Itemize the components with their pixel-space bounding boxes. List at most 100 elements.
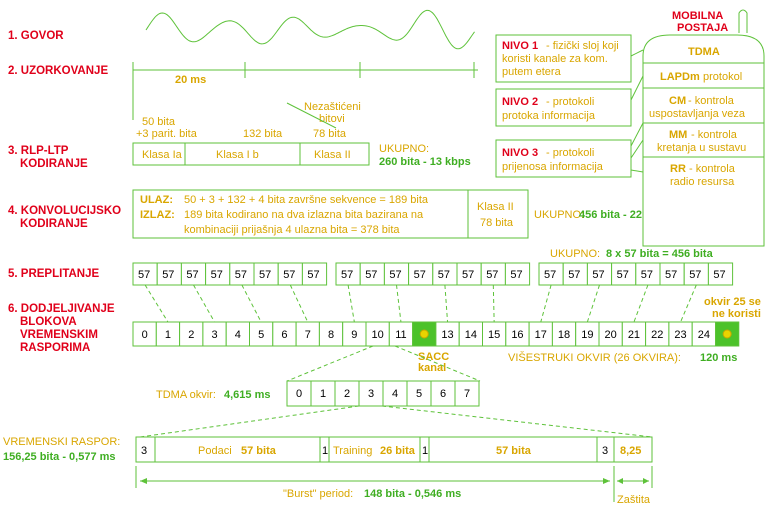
training-value: 26 bita	[380, 445, 416, 457]
layer-rr: RR	[670, 163, 686, 175]
tail-bits-2: 3	[602, 445, 608, 457]
level-2-name: NIVO 2	[502, 96, 538, 108]
conv-out-label: IZLAZ:	[140, 209, 175, 221]
level-3-name: NIVO 3	[502, 147, 538, 159]
step-3-label-2: KODIRANJE	[20, 158, 88, 170]
interleave-cell: 57	[259, 269, 271, 281]
step-6-label-3: VREMENSKIM	[20, 329, 98, 341]
level-1-line-3: putem etera	[502, 66, 562, 78]
step-6-label-2: BLOKOVA	[20, 316, 77, 328]
slot-zoom-line-right	[381, 405, 653, 438]
frame-cell: 23	[674, 329, 686, 341]
frame-cell: 17	[535, 329, 547, 341]
burst-value: 148 bita - 0,546 ms	[364, 488, 461, 500]
step-4-label-2: KODIRANJE	[20, 218, 88, 230]
rlp-ltp-block: Nezaštićeni bitovi 50 bita +3 parit. bit…	[132, 101, 471, 168]
mobile-title-1: MOBILNA	[672, 10, 723, 22]
conv-out-text-2: kombinaciji prijašnja 4 ulazna bita = 37…	[184, 224, 400, 236]
mapping-line	[193, 284, 215, 323]
step-1-label: 1. GOVOR	[8, 30, 64, 42]
mapping-line	[289, 284, 309, 323]
frame-cell: 22	[651, 329, 663, 341]
sampling-timeline: 20 ms	[132, 62, 478, 120]
frame-cell: 15	[488, 329, 500, 341]
level-3-line-1: - protokoli	[546, 147, 594, 159]
data-1-label: Podaci	[198, 445, 232, 457]
layer-rr-desc-1: - kontrola	[689, 163, 736, 175]
frame-cell: 10	[372, 329, 384, 341]
guard-bits: 8,25	[620, 445, 641, 457]
frame-cell: 3	[211, 329, 217, 341]
bits-b-label: 132 bita	[243, 128, 283, 140]
stealing-flag-2: 1	[422, 445, 428, 457]
sampling-period: 20 ms	[175, 74, 206, 86]
interleave-cell: 57	[438, 269, 450, 281]
unused-frame-label-2: ne koristi	[712, 308, 761, 320]
interleave-cell: 57	[341, 269, 353, 281]
frame-cell: 16	[511, 329, 523, 341]
frame-cell: 14	[465, 329, 477, 341]
conv-out-text-1: 189 bita kodirano na dva izlazna bita ba…	[184, 209, 424, 221]
interleave-total-label: UKUPNO:	[550, 248, 600, 260]
step-5-label: 5. PREPLITANJE	[8, 268, 99, 280]
interleave-cell: 57	[283, 269, 295, 281]
rlp-total-label: UKUPNO:	[379, 143, 429, 155]
training-label: Training	[333, 445, 372, 457]
burst-label: "Burst" period:	[283, 488, 353, 500]
tdma-cell-box	[430, 380, 456, 407]
interleave-cell: 57	[689, 269, 701, 281]
interleave-cell-box	[301, 262, 328, 286]
tdma-slot: 1	[320, 388, 326, 400]
conv-class-ii-1: Klasa II	[477, 201, 514, 213]
bits-c-label: 78 bita	[313, 128, 347, 140]
tdma-slot: 4	[392, 388, 398, 400]
interleave-cell: 57	[235, 269, 247, 281]
interleave-cell: 57	[162, 269, 174, 281]
frame-cell: 8	[328, 329, 334, 341]
data-2-value: 57 bita	[496, 445, 532, 457]
tdma-label: TDMA okvir:	[156, 389, 216, 401]
data-1-value: 57 bita	[241, 445, 277, 457]
step-2-label: 2. UZORKOVANJE	[8, 65, 108, 77]
step-6-label-4: RASPORIMA	[20, 342, 90, 354]
multiframe-label: VIŠESTRUKI OKVIR (26 OKVIRA):	[508, 351, 681, 364]
mobile-station: MOBILNA POSTAJA TDMA LAPDm protokol CM -…	[642, 9, 765, 247]
stealing-flag-1: 1	[322, 445, 328, 457]
frame-cell: 13	[441, 329, 453, 341]
tdma-slot: 2	[344, 388, 350, 400]
mapping-line	[540, 284, 552, 323]
conv-total-label: UKUPNO:	[534, 209, 584, 221]
protocol-levels: NIVO 1 - fizički sloj koji koristi kanal…	[495, 34, 644, 178]
mapping-line	[492, 284, 495, 323]
sacch-label-2: kanal	[418, 362, 446, 374]
interleave-cell: 57	[713, 269, 725, 281]
frame-cell: 19	[581, 329, 593, 341]
unprotected-label-1: Nezaštićeni	[304, 101, 361, 113]
level-1-name: NIVO 1	[502, 40, 538, 52]
mapping-line	[144, 284, 169, 323]
interleave-cell: 57	[486, 269, 498, 281]
mapping-line	[347, 284, 355, 323]
timeslot-label: VREMENSKI RASPOR:	[3, 436, 120, 448]
tdma-cell-box	[334, 380, 360, 407]
frame-cell: 20	[605, 329, 617, 341]
unprotected-label-2: bitovi	[319, 113, 345, 125]
rlp-total-value: 260 bita - 13 kbps	[379, 156, 471, 168]
interleave-cell: 57	[211, 269, 223, 281]
tdma-cell-box	[382, 380, 408, 407]
timeslot-value: 156,25 bita - 0,577 ms	[3, 451, 116, 463]
interleave-cell: 57	[307, 269, 319, 281]
frame-cell: 1	[165, 329, 171, 341]
class-ii: Klasa II	[314, 149, 351, 161]
level-2-line-2: protoka informacija	[502, 110, 596, 122]
tdma-zoom-line-right	[394, 345, 481, 382]
frame-cell: 11	[395, 329, 406, 341]
tdma-zoom-line-left	[286, 345, 374, 382]
interleave-cell: 57	[462, 269, 474, 281]
mapping-line	[680, 284, 697, 323]
